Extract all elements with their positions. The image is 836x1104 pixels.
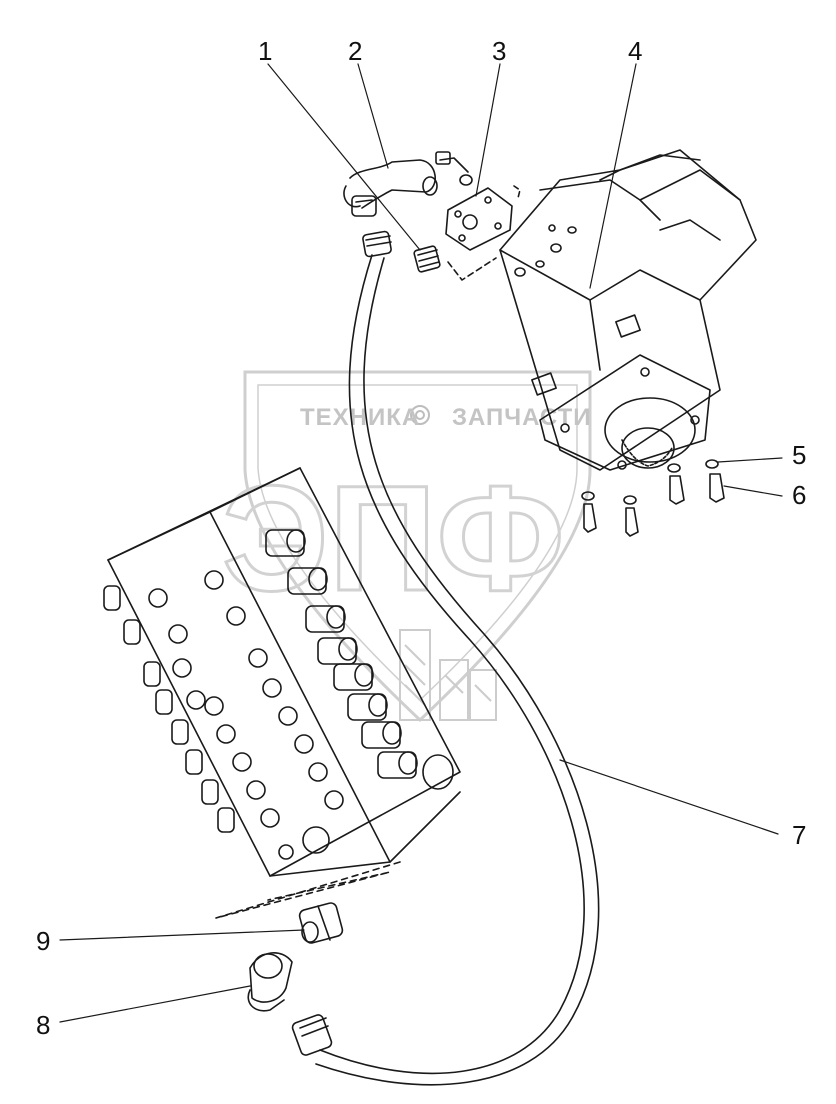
leader-lines (59, 63, 783, 1023)
watermark-text-right: ЗАПЧАСТИ (452, 404, 592, 431)
callout-1: 1 (258, 36, 272, 66)
bolts-and-washers-parts-5-6 (581, 459, 725, 537)
callout-6: 6 (792, 480, 806, 510)
callout-8: 8 (36, 1010, 50, 1040)
hose-part-7 (315, 230, 600, 1086)
elbow-fitting-part-2 (343, 159, 438, 217)
adapter-part-9 (298, 902, 344, 944)
watermark (243, 370, 592, 723)
flange-part-3 (435, 151, 521, 281)
hydraulic-motor-part-4 (499, 149, 757, 471)
watermark-logo: ЭПФ (222, 454, 565, 622)
callout-9: 9 (36, 926, 50, 956)
watermark-gear-icon (410, 405, 430, 425)
callout-7: 7 (792, 820, 806, 850)
watermark-buildings (399, 629, 497, 721)
callout-2: 2 (348, 36, 362, 66)
callout-4: 4 (628, 36, 642, 66)
distribution-block (103, 467, 461, 919)
callout-5: 5 (792, 440, 806, 470)
elbow-part-8 (247, 952, 333, 1056)
coupling-part-1 (413, 245, 441, 273)
watermark-text-left: ТЕХНИКА (300, 404, 420, 431)
callout-3: 3 (492, 36, 506, 66)
